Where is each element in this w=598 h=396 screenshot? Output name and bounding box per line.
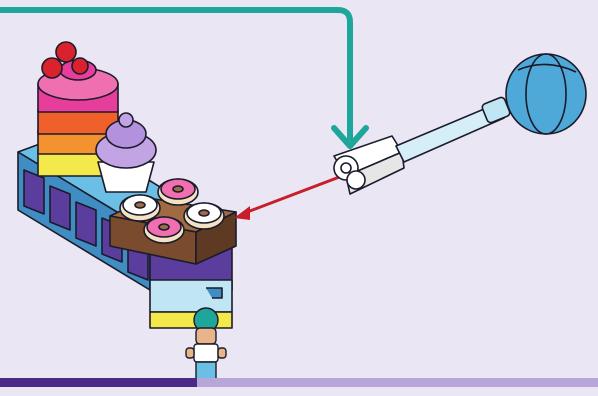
donut bbox=[158, 179, 198, 205]
progress-bar bbox=[0, 378, 598, 387]
donut bbox=[120, 195, 160, 221]
donut bbox=[144, 217, 184, 243]
progress-bar-fill bbox=[0, 378, 197, 387]
donut bbox=[184, 203, 224, 229]
